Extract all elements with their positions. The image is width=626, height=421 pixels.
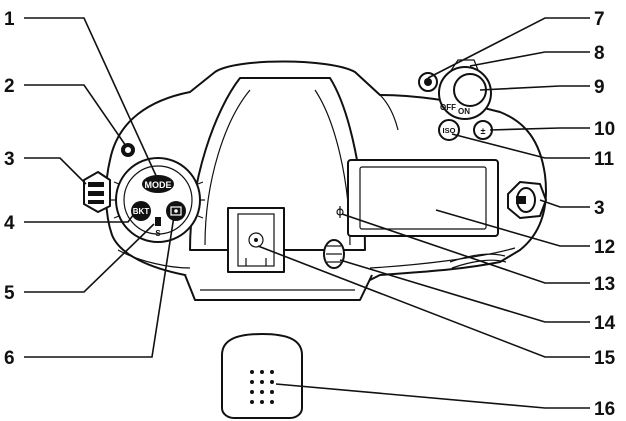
callout-12: 12: [594, 237, 615, 258]
callout-1: 1: [4, 9, 15, 30]
leader-6: [24, 215, 175, 358]
callout-6: 6: [4, 348, 15, 369]
left-dial-cluster: MODE BKT S: [111, 143, 205, 243]
callout-4: 4: [4, 213, 15, 234]
bkt-button[interactable]: [131, 201, 151, 221]
accessory-shoe-contact-center: [254, 238, 258, 242]
dial-s-label: S: [155, 229, 161, 238]
pentaprism-ridge-left: [204, 89, 251, 246]
callout-13: 13: [594, 274, 615, 295]
callout-2: 2: [4, 76, 15, 97]
dial-lock-release[interactable]: [155, 217, 161, 226]
release-mode-dial-inner: [123, 165, 193, 235]
leader-5: [24, 223, 155, 293]
callout-15: 15: [594, 348, 616, 369]
mode-button-label: MODE: [145, 180, 172, 190]
right-strap-eyelet: [507, 181, 547, 219]
right-controls: OFF ON ISO ±: [323, 59, 507, 269]
callout-10: 10: [594, 119, 615, 140]
left-strap-eyelet: [83, 171, 111, 213]
callout-9: 9: [594, 77, 605, 98]
callout-8: 8: [594, 43, 605, 64]
leader-15: [257, 245, 590, 358]
accessory-shoe-rail: [237, 213, 275, 267]
iso-button-label: ISO: [443, 126, 456, 135]
callout-7: 7: [594, 9, 605, 30]
mode-button[interactable]: [142, 175, 174, 193]
metering-icon-dot: [174, 209, 178, 213]
dial-knurling: [111, 181, 205, 219]
control-panel-frame: [347, 159, 499, 237]
power-on-label: ON: [458, 107, 470, 116]
leader-9: [479, 85, 590, 91]
power-off-label: OFF: [440, 103, 456, 112]
accessory-shoe-contact: [248, 232, 264, 248]
leader-11: [451, 133, 590, 159]
left-eyelet-ring-2: [88, 191, 104, 196]
right-grip-line: [369, 247, 516, 269]
main-command-dial[interactable]: [449, 253, 506, 263]
movie-record-dot: [424, 78, 432, 86]
leader-14: [339, 259, 590, 323]
callout-3-right: 3: [594, 198, 605, 219]
right-eyelet-pin: [516, 196, 526, 204]
leader-16: [275, 383, 590, 409]
leader-13: [341, 213, 590, 284]
callout-11: 11: [594, 149, 615, 170]
leader-3-left: [24, 157, 87, 185]
leader-4: [24, 213, 135, 223]
metering-icon: [170, 206, 182, 216]
callout-numbers: 1 2 3 4 5 6 7 8 9 10 11 3 12 13 14 15 16: [4, 9, 616, 420]
accessory-shoe: [227, 207, 285, 273]
callout-14: 14: [594, 313, 616, 334]
exposure-comp-icon: ±: [481, 126, 486, 136]
leader-1: [24, 17, 159, 181]
shoe-cover-outline: [221, 333, 303, 419]
leader-2: [24, 84, 127, 147]
leader-lines: [24, 17, 590, 409]
callout-16: 16: [594, 399, 615, 420]
callout-5: 5: [4, 283, 15, 304]
left-eyelet-ring-3: [88, 200, 104, 204]
flash-mode-button-inner: [125, 147, 131, 153]
accessory-shoe-cover: [221, 333, 303, 419]
leader-12: [435, 209, 590, 247]
control-panel-lcd: [359, 166, 487, 230]
grip-top-curve: [379, 94, 399, 131]
leader-7: [427, 17, 590, 79]
control-panel: [347, 159, 499, 237]
leader-3-right: [539, 199, 590, 208]
callout-3-left: 3: [4, 149, 15, 170]
shoe-cover-vents: [250, 370, 274, 404]
leader-10: [489, 127, 590, 131]
left-eyelet-ring-1: [88, 182, 104, 187]
leader-8: [469, 51, 590, 67]
bkt-button-label: BKT: [133, 207, 150, 216]
